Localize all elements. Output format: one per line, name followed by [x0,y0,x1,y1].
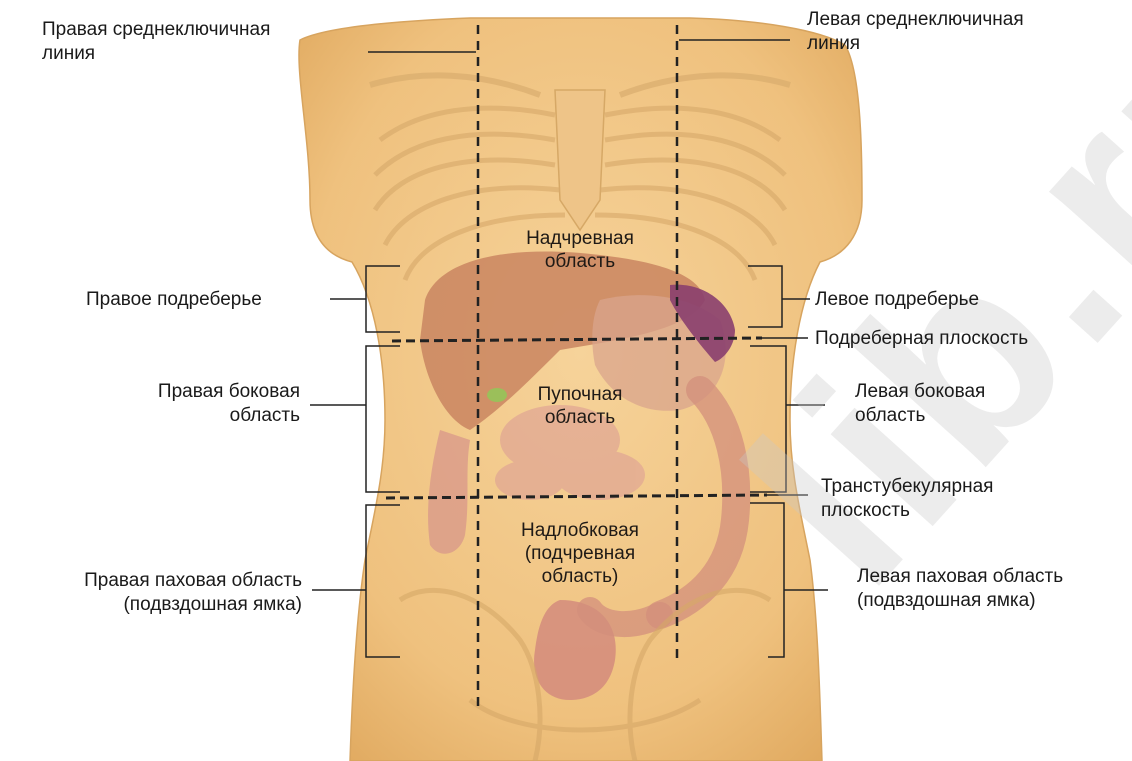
right-inguinal-label: Правая паховая область (подвздошная ямка… [8,569,302,617]
left-lateral-label: Левая боковая область [855,380,985,428]
right-lateral-label: Правая боковая область [118,380,300,428]
left-inguinal-label: Левая паховая область (подвздошная ямка) [857,565,1063,613]
umbilical-region-label: Пупочная область [500,383,660,429]
left-hypochondrium-label: Левое подреберье [815,288,979,312]
left-midclavicular-label: Левая среднеключичная линия [807,8,1024,56]
hypogastric-region-label: Надлобковая (подчревная область) [490,519,670,588]
right-midclavicular-label: Правая среднеключичная линия [42,18,270,66]
epigastric-region-label: Надчревная область [500,227,660,273]
subcostal-plane-label: Подреберная плоскость [815,327,1028,351]
transtubercular-plane-label: Транстубекулярная плоскость [821,475,993,523]
right-hypochondrium-label: Правое подреберье [86,288,262,312]
